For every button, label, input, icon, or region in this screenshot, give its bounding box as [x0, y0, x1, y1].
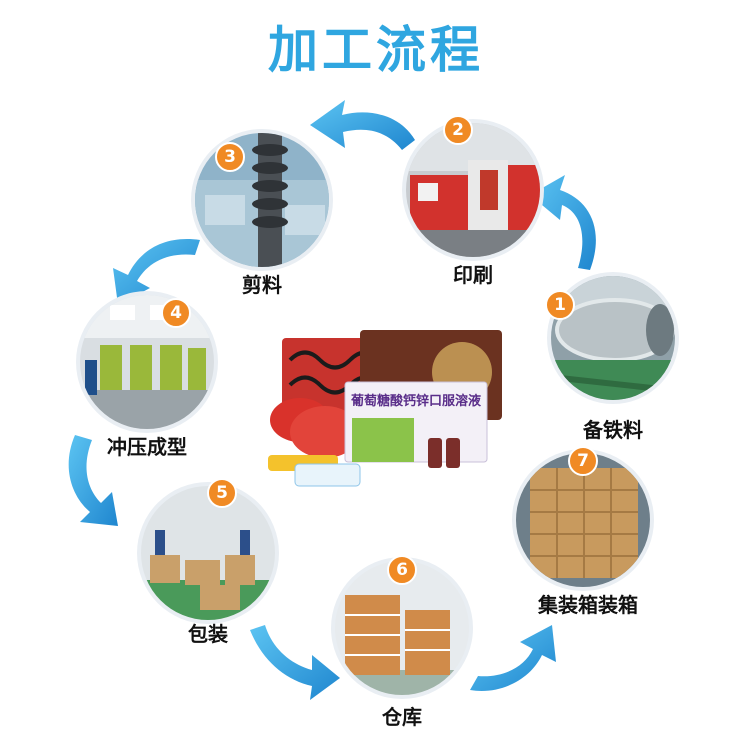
- step-5-label: 包装: [188, 622, 228, 646]
- step-3-number: 3: [224, 147, 236, 167]
- arrow-1-to-2: [530, 175, 596, 270]
- step-7-photo: [512, 449, 654, 591]
- arrow-2-to-3: [310, 100, 415, 150]
- step-5-number: 5: [216, 483, 228, 503]
- step-4-badge: [161, 298, 191, 328]
- step-4-label: 冲压成型: [107, 435, 187, 459]
- step-4-photo: [76, 291, 218, 433]
- step-1-number: 1: [554, 295, 566, 315]
- step-7-badge: [568, 446, 598, 476]
- step-7-label: 集装箱装箱: [537, 593, 638, 617]
- step-6-number: 6: [396, 560, 408, 580]
- product-bottle-2: [446, 438, 460, 468]
- step-4-number: 4: [170, 303, 182, 323]
- product-box-text: 葡萄糖酸钙锌口服溶液: [350, 393, 481, 409]
- step-2-label: 印刷: [453, 263, 493, 287]
- product-round-tin-right: [290, 406, 360, 458]
- step-1-label: 备铁料: [582, 418, 643, 442]
- step-7-number: 7: [577, 451, 589, 471]
- step-6-photo: [331, 557, 473, 699]
- page-title: 加工流程: [268, 21, 484, 79]
- arrow-4-to-5: [68, 435, 118, 526]
- step-3-badge: [215, 142, 245, 172]
- step-3-photo: [191, 129, 333, 271]
- arrow-6-to-7: [470, 625, 556, 691]
- step-6-badge: [387, 555, 417, 585]
- product-bottle-1: [428, 438, 442, 468]
- center-product-illustration: 葡萄糖酸钙锌口服溶液: [268, 330, 502, 487]
- step-5-photo: [137, 482, 279, 624]
- arrow-5-to-6: [250, 625, 340, 700]
- step-2-number: 2: [452, 120, 464, 140]
- step-3-label: 剪料: [242, 273, 282, 297]
- step-2-photo: [402, 119, 544, 261]
- step-5-badge: [207, 478, 237, 508]
- step-2-badge: [443, 115, 473, 145]
- step-1-badge: [545, 290, 575, 320]
- product-blue-tin: [294, 463, 361, 487]
- flow-arrows: [68, 100, 596, 700]
- step-6-label: 仓库: [381, 705, 422, 729]
- product-green-box: [352, 418, 414, 462]
- arrow-3-to-4: [113, 239, 200, 305]
